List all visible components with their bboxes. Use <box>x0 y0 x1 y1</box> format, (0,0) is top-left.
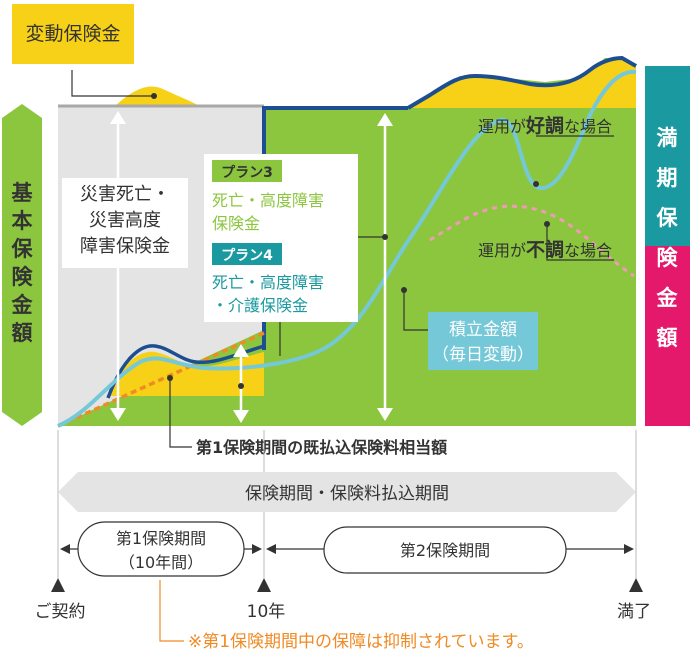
first-period-label-line2: （10年間） <box>119 553 203 572</box>
svg-text:災害死亡・: 災害死亡・ <box>80 184 170 205</box>
svg-text:金: 金 <box>656 286 679 310</box>
first-period-box <box>77 521 245 577</box>
second-period-box <box>323 526 567 574</box>
plan4-tag <box>212 243 282 265</box>
bad-case-line <box>429 204 635 278</box>
accumulated-amount-box <box>428 312 538 370</box>
good-case-label: 運用が好調な場合 <box>478 114 612 137</box>
svg-text:基: 基 <box>12 181 34 205</box>
accumulated-amount-line <box>57 69 637 428</box>
svg-text:保: 保 <box>11 237 34 261</box>
variable-insurance-box <box>12 4 134 64</box>
tick-start-label: ご契約 <box>35 602 86 622</box>
plan3-tag-label: プラン3 <box>221 165 273 181</box>
first-period-premium-label: 第1保険期間の既払込保険料相当額 <box>196 438 447 457</box>
arrow-second-period <box>377 113 393 421</box>
plan4-text-line2: ・介護保険金 <box>212 296 308 315</box>
maturity-insurance-tag-teal <box>645 66 690 246</box>
timeline-ticks <box>51 578 643 592</box>
first-period-navy-line <box>106 344 265 399</box>
good-case-top-line <box>406 55 637 110</box>
insurance-period-band <box>58 472 636 512</box>
basic-insurance-tag <box>2 104 42 426</box>
disaster-benefit-box <box>62 178 188 268</box>
plan3-text-line1: 死亡・高度障害 <box>212 191 324 210</box>
premium-dashed-line <box>57 331 265 428</box>
disaster-benefit-label: 災害死亡・ 災害高度 障害保険金 <box>80 184 170 257</box>
svg-text:額: 額 <box>11 321 33 345</box>
tick-ten-years-label: 10年 <box>247 602 286 622</box>
svg-text:険: 険 <box>12 265 34 289</box>
tick-maturity-label: 満了 <box>617 602 651 622</box>
svg-text:災害高度: 災害高度 <box>89 210 161 231</box>
maturity-insurance-label: 満 期 保 険 金 額 <box>656 126 679 350</box>
insurance-period-label: 保険期間・保険料払込期間 <box>245 484 449 504</box>
svg-text:期: 期 <box>657 166 678 190</box>
svg-text:満: 満 <box>657 126 678 150</box>
basic-insurance-label: 基 本 保 険 金 額 <box>11 181 34 345</box>
leader-lines <box>71 70 614 642</box>
first-period-label-line1: 第1保険期間 <box>116 529 206 548</box>
accumulated-amount-line1: 積立金額 <box>449 320 517 340</box>
plan3-tag <box>212 160 282 182</box>
svg-text:障害保険金: 障害保険金 <box>80 236 170 257</box>
variable-insurance-area-left <box>108 351 264 396</box>
plan3-text-line2: 保険金 <box>212 214 260 233</box>
maturity-insurance-tag-magenta <box>645 246 690 426</box>
svg-text:保: 保 <box>656 206 679 230</box>
second-period-area <box>264 58 636 426</box>
variable-insurance-label: 変動保険金 <box>25 23 120 45</box>
svg-text:険: 険 <box>657 246 679 270</box>
plan4-tag-label: プラン4 <box>221 248 273 264</box>
variable-insurance-bump-top <box>115 86 200 106</box>
svg-text:本: 本 <box>12 209 33 233</box>
svg-text:金: 金 <box>11 293 34 317</box>
leader-dots <box>151 93 550 389</box>
svg-text:額: 額 <box>656 326 678 350</box>
bad-case-label: 運用が不調な場合 <box>478 238 612 261</box>
footnote: ※第1保険期間中の保障は抑制されています。 <box>188 632 534 652</box>
second-period-label: 第2保険期間 <box>400 541 490 560</box>
accumulated-amount-line2: （毎日変動） <box>432 345 534 365</box>
plan4-text-line1: 死亡・高度障害 <box>212 273 324 292</box>
